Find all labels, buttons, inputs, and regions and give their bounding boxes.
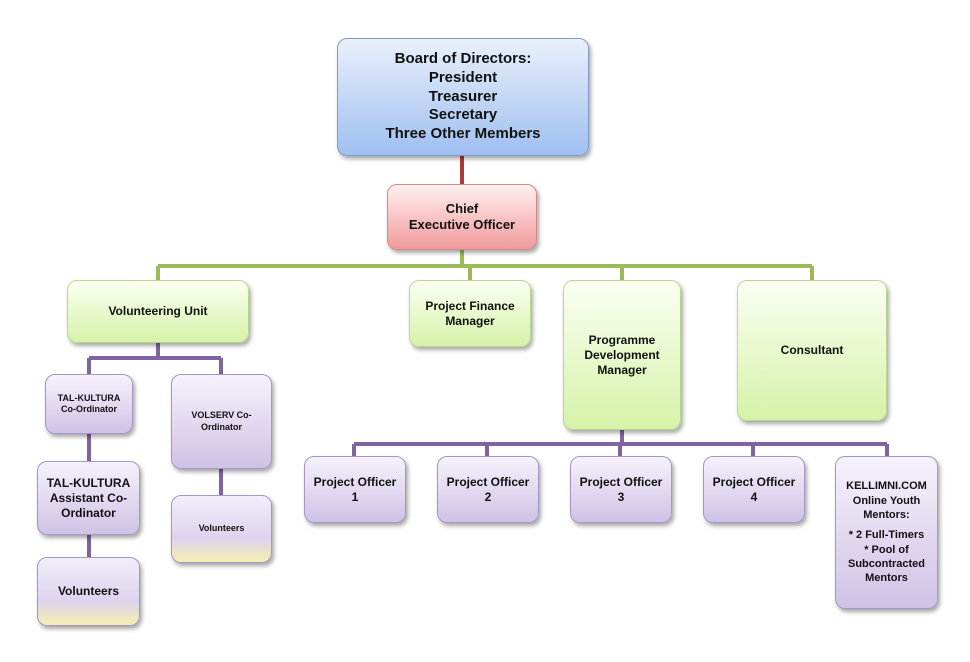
tal-kultura-assistant-line: TAL-KULTURA (46, 475, 131, 490)
programme-manager-line: Development (584, 347, 660, 362)
tal-kultura-coordinator-box: TAL-KULTURA Co-Ordinator (45, 374, 133, 434)
board-line: President (428, 68, 498, 86)
kellimni-mentors-box: KELLIMNI.COM Online Youth Mentors: * 2 F… (835, 456, 938, 609)
kellimni-line: Online Youth (852, 494, 921, 507)
project-officer-line: 1 (351, 489, 359, 504)
ceo-box: Chief Executive Officer (387, 184, 537, 250)
tal-kultura-assistant-line: Ordinator (61, 505, 116, 520)
consultant-box: Consultant (737, 280, 887, 421)
tal-kultura-assistant-line: Assistant Co- (49, 490, 128, 505)
kellimni-line: KELLIMNI.COM (846, 480, 927, 493)
tal-kultura-volunteers-box: Volunteers (37, 557, 140, 626)
project-officer-line: 2 (484, 489, 492, 504)
volunteering-unit-label: Volunteering Unit (108, 304, 208, 318)
tal-kultura-volunteers-label: Volunteers (57, 584, 120, 598)
project-officer-line: Project Officer (313, 474, 397, 489)
board-line: Three Other Members (385, 125, 541, 143)
programme-manager-line: Manager (597, 362, 647, 377)
volserv-coordinator-box: VOLSERV Co- Ordinator (171, 374, 272, 469)
project-officer-line: 4 (750, 489, 758, 504)
board-line: Board of Directors: (394, 50, 532, 68)
tal-kultura-coordinator-line: TAL-KULTURA (57, 392, 121, 403)
project-officer-2-box: Project Officer 2 (437, 456, 539, 523)
project-officer-line: Project Officer (579, 474, 663, 489)
project-officer-4-box: Project Officer 4 (703, 456, 805, 523)
kellimni-line: Mentors: (863, 509, 910, 522)
consultant-label: Consultant (780, 343, 844, 357)
board-line: Secretary (428, 106, 498, 124)
tal-kultura-coordinator-line: Co-Ordinator (61, 404, 117, 414)
project-finance-manager-box: Project Finance Manager (409, 280, 531, 347)
volserv-coordinator-line: Ordinator (200, 421, 242, 432)
board-of-directors-box: Board of Directors: President Treasurer … (337, 38, 589, 156)
project-officer-line: 3 (617, 489, 625, 504)
finance-manager-line: Project Finance (425, 298, 515, 313)
kellimni-line: Mentors (865, 572, 908, 585)
kellimni-line: Subcontracted (847, 557, 925, 570)
ceo-line: Chief (445, 200, 479, 216)
volunteering-unit-box: Volunteering Unit (67, 280, 249, 343)
project-officer-line: Project Officer (446, 474, 530, 489)
kellimni-line: * 2 Full-Timers (848, 529, 925, 542)
volserv-volunteers-label: Volunteers (198, 523, 245, 534)
board-line: Treasurer (428, 87, 498, 105)
programme-manager-line: Programme (588, 332, 656, 347)
project-officer-line: Project Officer (712, 474, 796, 489)
volserv-coordinator-line: VOLSERV Co- (191, 410, 252, 421)
ceo-line: Executive Officer (408, 217, 516, 232)
project-officer-1-box: Project Officer 1 (304, 456, 406, 523)
kellimni-line: * Pool of (864, 543, 909, 556)
project-officer-3-box: Project Officer 3 (570, 456, 672, 523)
tal-kultura-assistant-box: TAL-KULTURA Assistant Co- Ordinator (37, 461, 140, 535)
programme-development-manager-box: Programme Development Manager (563, 280, 681, 430)
finance-manager-line: Manager (445, 313, 495, 328)
volserv-volunteers-box: Volunteers (171, 495, 272, 563)
